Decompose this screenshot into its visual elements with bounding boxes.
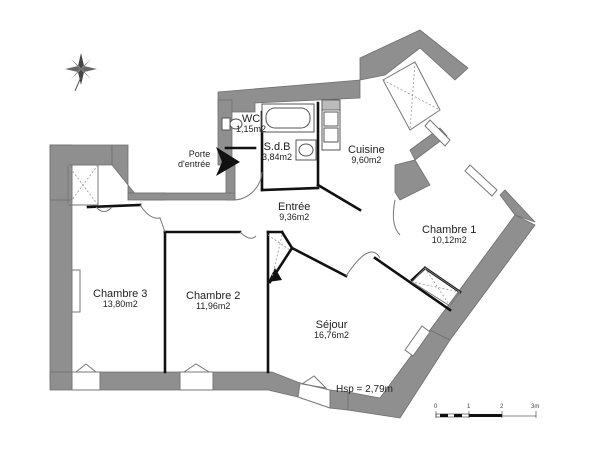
scale-tick-1: 1 [467,404,471,410]
room-name: Chambre 1 [422,224,477,236]
room-label-wc: WC 1,15m2 [236,113,266,135]
closets [67,61,461,307]
sink-icon [295,139,317,161]
room-label-sejour: Séjour 16,76m2 [314,319,349,341]
room-label-chambre3: Chambre 3 13,80m2 [93,288,147,310]
room-label-entree: Entrée 9,36m2 [278,201,310,223]
scale-tick-3: 3m [531,404,540,410]
room-area: 13,80m2 [102,299,138,310]
ceiling-height-label: Hsp = 2,79m [336,384,393,395]
room-area: 3,84m2 [262,152,293,163]
room-label-chambre1: Chambre 1 10,12m2 [422,224,476,246]
room-label-chambre2: Chambre 2 11,96m2 [186,290,240,312]
scale-tick-2: 2 [500,404,504,410]
room-name: Chambre 3 [93,288,148,300]
room-area: 9,60m2 [351,155,382,166]
windows [71,119,498,409]
entrance-label-line1: Porte [188,149,211,159]
compass-rose-icon [65,53,97,92]
room-area: 16,76m2 [314,330,350,341]
door-swings [95,171,401,277]
room-name: Entrée [278,201,311,213]
room-label-cuisine: Cuisine 9,60m2 [348,144,385,166]
entrance-label-line2: d'entrée [178,158,211,169]
room-name: Cuisine [348,144,385,156]
interior-partitions [86,101,462,374]
room-area: 1,15m2 [236,124,267,135]
room-name: Chambre 2 [186,290,241,302]
bathtub-icon [261,103,315,133]
scale-bar [435,411,537,418]
toilet-icon [221,117,243,131]
room-area: 11,96m2 [196,301,231,312]
stove-icon [321,99,341,151]
room-area: 10,12m2 [431,235,467,246]
scale-tick-0: 0 [434,404,438,410]
room-name: S.d.B [263,141,291,153]
room-area: 9,36m2 [279,212,310,223]
room-label-sdb: S.d.B 3,84m2 [262,141,292,163]
entrance-label: Porte d'entrée [178,149,211,170]
room-name: Séjour [315,319,348,331]
room-name: WC [241,113,261,125]
entrance-arrow-icon [216,147,240,176]
